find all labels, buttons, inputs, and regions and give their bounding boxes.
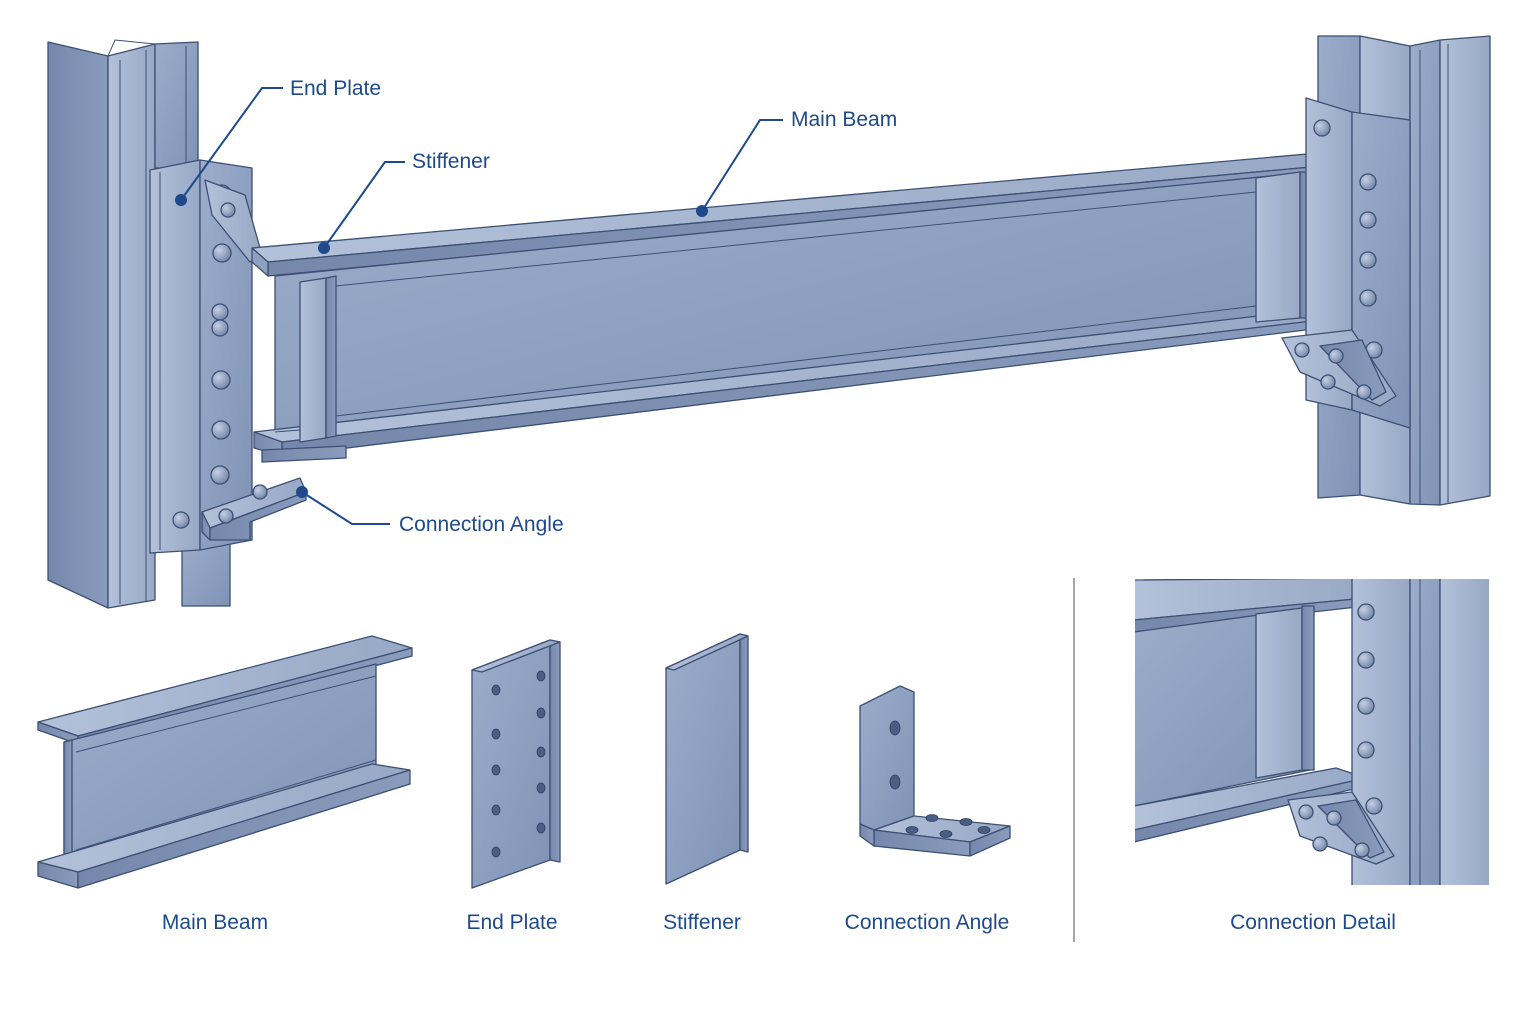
right-bolt-column: [1313, 119, 1383, 359]
bolt: [1359, 251, 1377, 269]
callout-connection-angle: Connection Angle: [296, 486, 564, 536]
callout-main-beam-label: Main Beam: [791, 108, 897, 131]
callout-end-plate: End Plate: [175, 77, 381, 206]
bolt: [211, 420, 231, 440]
bolt: [218, 508, 234, 524]
bolt: [211, 319, 229, 337]
bolt: [212, 243, 232, 263]
bolt: [1359, 211, 1377, 229]
left-column: [47, 39, 231, 609]
bolt: [1294, 342, 1310, 358]
bolt: [252, 484, 268, 500]
caption-main-beam: Main Beam: [162, 911, 268, 934]
caption-end-plate: End Plate: [466, 911, 557, 934]
part-connection-detail: [1133, 577, 1491, 887]
caption-connection-detail: Connection Detail: [1230, 911, 1396, 934]
bolt: [172, 511, 190, 529]
bolt: [211, 370, 231, 390]
callout-connection-angle-label: Connection Angle: [399, 513, 564, 536]
bolt: [220, 202, 236, 218]
callout-main-beam: Main Beam: [696, 108, 897, 217]
bolt: [210, 465, 230, 485]
caption-stiffener: Stiffener: [663, 911, 741, 934]
left-end-plate: [149, 159, 253, 554]
part-connection-angle: [859, 685, 1011, 857]
bolt: [1359, 289, 1377, 307]
callout-stiffener: Stiffener: [318, 150, 490, 254]
bolt: [1313, 119, 1331, 137]
right-gusset: [1281, 329, 1397, 407]
part-stiffener: [665, 633, 749, 885]
part-main-beam: [37, 635, 413, 889]
main-assembly: [47, 35, 1491, 609]
caption-connection-angle: Connection Angle: [845, 911, 1010, 934]
bolt: [1328, 348, 1344, 364]
bolt: [1356, 384, 1372, 400]
bolt: [1359, 173, 1377, 191]
bolt: [211, 303, 229, 321]
part-end-plate: [471, 639, 561, 889]
callout-end-plate-label: End Plate: [290, 77, 381, 100]
bolt: [1320, 374, 1336, 390]
callout-stiffener-label: Stiffener: [412, 150, 490, 173]
main-beam-body: [251, 149, 1367, 463]
